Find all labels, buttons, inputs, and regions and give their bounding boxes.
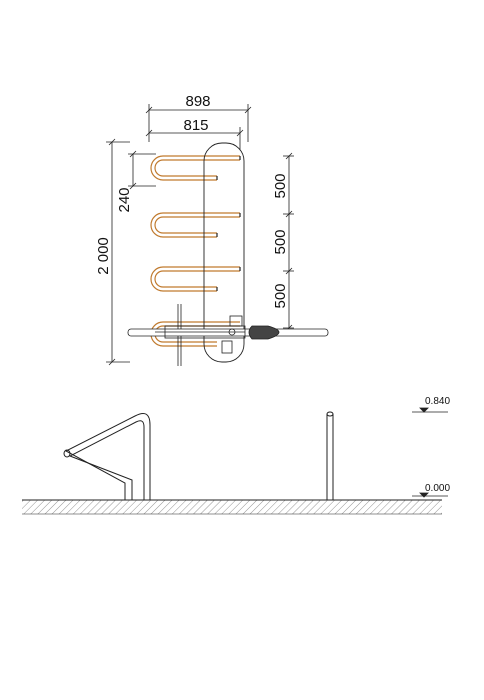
dimension-right-chain: [283, 152, 294, 332]
dimension-label-240: 240: [116, 187, 133, 212]
dimension-overall-length: [106, 138, 130, 366]
dimension-label-898: 898: [185, 93, 210, 110]
dimension-label-2000: 2 000: [95, 237, 112, 275]
level-label-top: 0.840: [425, 396, 450, 407]
ground-section: [22, 499, 442, 515]
level-label-ground: 0.000: [425, 483, 450, 494]
dimension-label-500-c: 500: [272, 283, 289, 308]
dimension-overall-width: [145, 104, 252, 142]
rack-loop-1: [150, 155, 241, 181]
dimension-tube-spacing: [128, 150, 156, 190]
rack-base-outline: [203, 142, 245, 363]
dimension-label-815: 815: [183, 117, 208, 134]
dimension-tube-width: [145, 127, 244, 150]
rack-post-right: [326, 411, 334, 500]
rack-profile-left: [63, 413, 151, 500]
dimension-label-500-b: 500: [272, 229, 289, 254]
level-mark-ground: [412, 492, 448, 498]
elevation-view: 0.840 0.000: [22, 396, 450, 515]
bicycle-plan: [127, 304, 329, 366]
plan-view: 898 815 2 000 240: [95, 93, 329, 366]
rack-loops: [150, 155, 241, 347]
rack-loop-2: [150, 212, 241, 238]
rack-loop-3: [150, 266, 241, 292]
dimension-label-500-a: 500: [272, 173, 289, 198]
level-mark-top: [412, 407, 448, 413]
